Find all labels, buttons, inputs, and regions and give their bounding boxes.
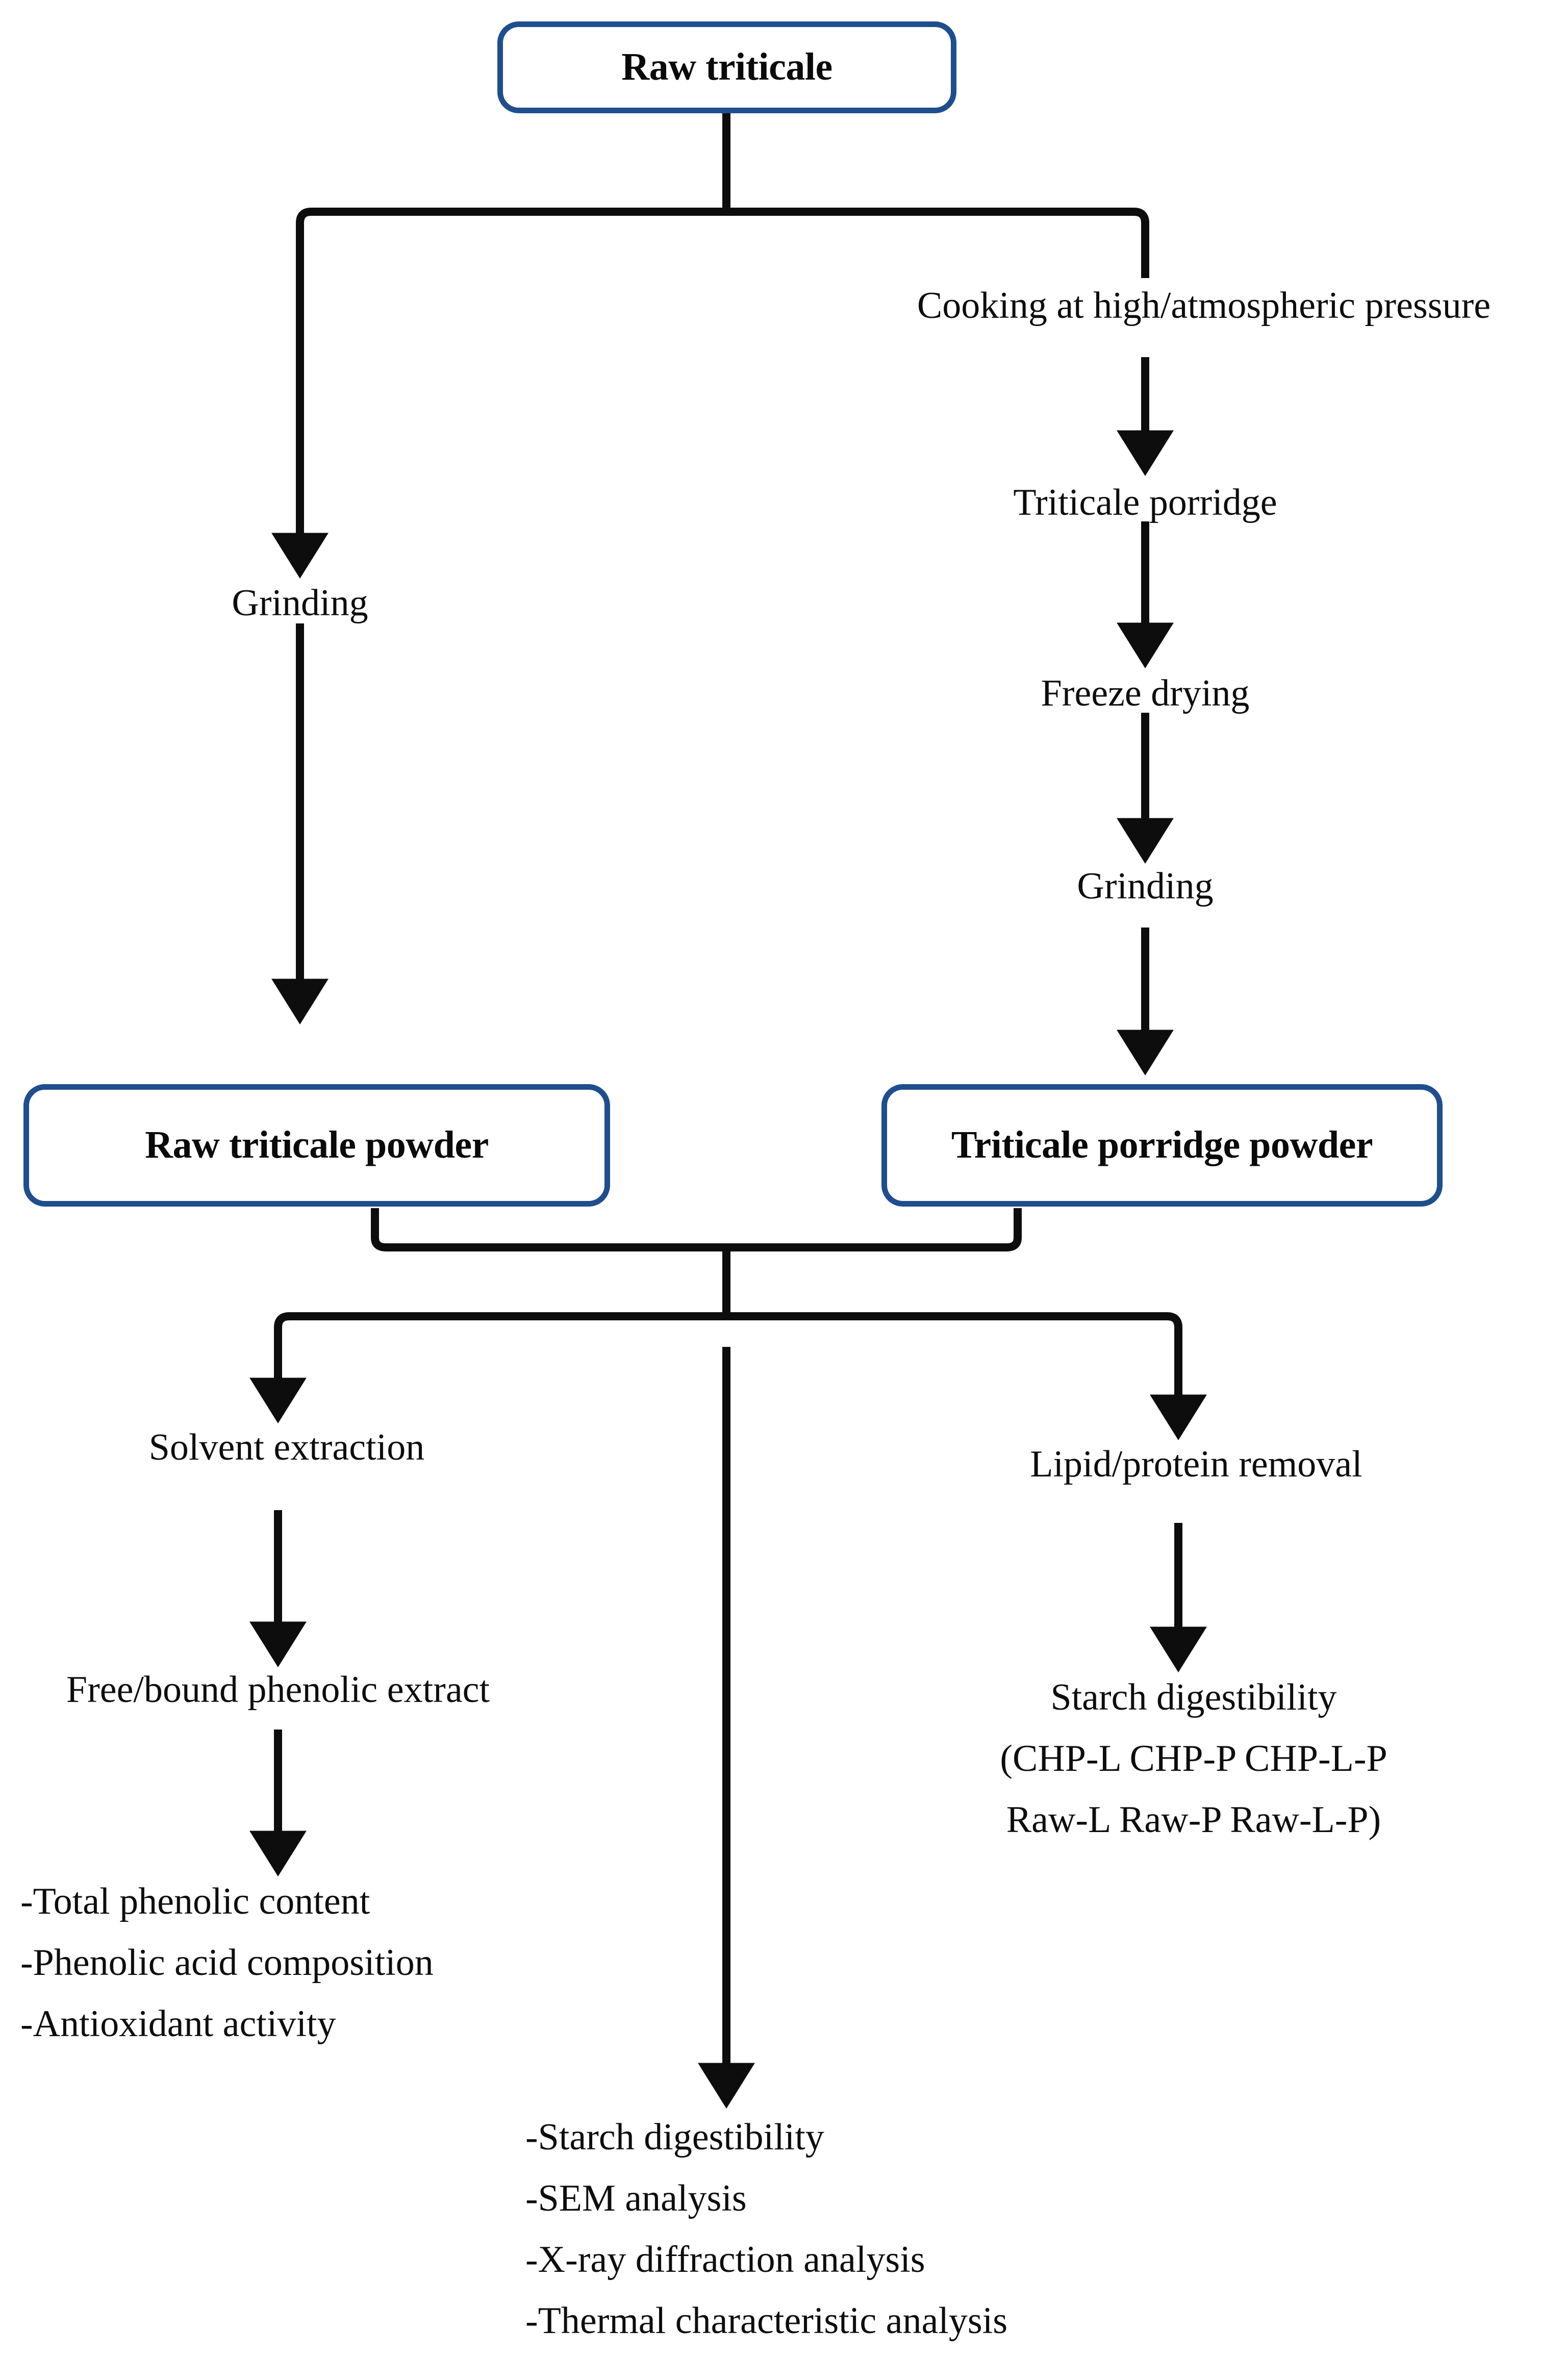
list-item: -Starch digestibility bbox=[525, 2116, 824, 2158]
wire-top-split-bar bbox=[296, 208, 1149, 242]
list-item: -Thermal characteristic analysis bbox=[525, 2299, 1008, 2342]
step-freeze-drying: Freeze drying bbox=[1041, 672, 1250, 714]
step-cooking: Cooking at high/atmospheric pressure bbox=[917, 285, 1491, 327]
step-triticale-porridge: Triticale porridge bbox=[1013, 482, 1277, 523]
step-solvent-extraction: Solvent extraction bbox=[148, 1426, 425, 1468]
center-analyses-list: -Starch digestibility -SEM analysis -X-r… bbox=[525, 2107, 1007, 2352]
node-raw-triticale[interactable]: Raw triticale bbox=[497, 21, 956, 113]
node-triticale-porridge-powder[interactable]: Triticale porridge powder bbox=[881, 1084, 1443, 1207]
step-grinding-left: Grinding bbox=[232, 582, 368, 624]
starch-digestibility-samples-line1: (CHP-L CHP-P CHP-L-P bbox=[1000, 1737, 1387, 1780]
node-raw-triticale-powder[interactable]: Raw triticale powder bbox=[23, 1084, 610, 1207]
phenolic-analyses-list: -Total phenolic content -Phenolic acid c… bbox=[20, 1871, 434, 2055]
list-item: -X-ray diffraction analysis bbox=[525, 2238, 925, 2281]
list-item: -SEM analysis bbox=[525, 2177, 747, 2219]
node-raw-triticale-label: Raw triticale bbox=[621, 45, 832, 89]
wire-distribution-bar bbox=[274, 1312, 1182, 1347]
wire-merge-bar bbox=[371, 1208, 1022, 1251]
list-item: -Total phenolic content bbox=[20, 1881, 370, 1922]
starch-digestibility-block: Starch digestibility (CHP-L CHP-P CHP-L-… bbox=[1000, 1667, 1387, 1851]
starch-digestibility-samples-line2: Raw-L Raw-P Raw-L-P) bbox=[1006, 1798, 1381, 1841]
node-raw-triticale-powder-label: Raw triticale powder bbox=[145, 1123, 489, 1167]
step-lipid-protein-removal: Lipid/protein removal bbox=[1030, 1443, 1362, 1485]
node-triticale-porridge-powder-label: Triticale porridge powder bbox=[951, 1123, 1373, 1167]
list-item: -Antioxidant activity bbox=[20, 2002, 336, 2045]
starch-digestibility-heading: Starch digestibility bbox=[1050, 1676, 1337, 1718]
step-free-bound-phenolic-extract: Free/bound phenolic extract bbox=[66, 1669, 490, 1711]
step-grinding-right: Grinding bbox=[1077, 865, 1214, 907]
list-item: -Phenolic acid composition bbox=[20, 1941, 434, 1984]
